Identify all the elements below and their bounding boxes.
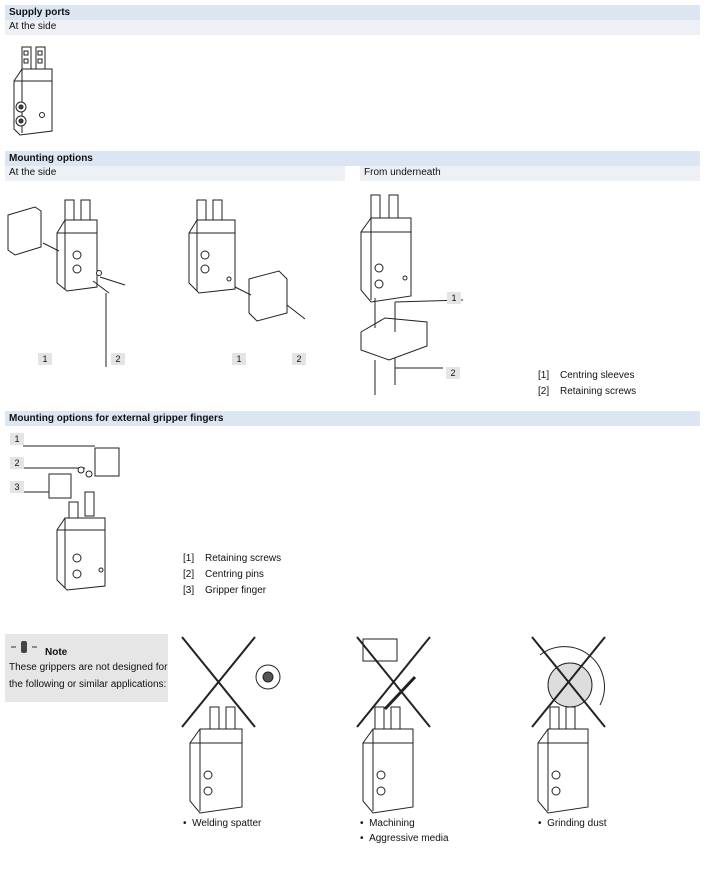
note-title: Note [45,647,68,658]
application-list-welding: • Welding spatter [183,816,261,831]
mounting-side-label-4: 2 [292,353,306,365]
note-text-line1: These grippers are not designed for [9,662,168,673]
list-item: • Machining [360,818,415,829]
legend-item: [3]Gripper finger [183,585,267,596]
external-label-2: 2 [10,457,24,469]
legend-item: [1]Centring sleeves [538,370,635,381]
application-list-machining: • Machining • Aggressive media [360,816,449,846]
legend-item: [2]Centring pins [183,569,264,580]
list-item: • Welding spatter [183,818,262,829]
mounting-under-label-1: 1 [447,292,461,304]
info-icon [11,641,37,653]
mounting-side-label-1: 1 [38,353,52,365]
list-item: • Grinding dust [538,818,607,829]
application-list-grinding: • Grinding dust [538,816,607,831]
mounting-under-label-2: 2 [446,367,460,379]
mounting-side-left-image [7,199,126,367]
external-fingers-image [23,445,120,591]
list-item: • Aggressive media [360,833,449,844]
note-box: Note These grippers are not designed for… [5,634,168,702]
welding-spatter-image [181,636,281,814]
external-legend: [1]Retaining screws [2]Centring pins [3]… [183,551,281,599]
legend-item: [1]Retaining screws [183,553,282,564]
mounting-legend: [1]Centring sleeves [2]Retaining screws [538,368,636,400]
external-fingers-header: Mounting options for external gripper fi… [5,411,700,426]
machining-image [356,636,431,814]
mounting-side-label-3: 1 [232,353,246,365]
mounting-options-header: Mounting options [5,151,700,166]
mounting-underneath-subheader: From underneath [360,166,700,181]
note-text-line2: the following or similar applications: [9,679,167,690]
external-label-1: 1 [10,433,24,445]
mounting-underneath-image [360,194,464,395]
legend-item: [2]Retaining screws [538,386,637,397]
supply-ports-subheader: At the side [5,20,700,35]
grinding-dust-image [531,636,606,814]
mounting-side-right-image [188,199,306,322]
mounting-side-subheader: At the side [5,166,345,181]
supply-ports-header: Supply ports [5,5,700,20]
external-label-3: 3 [10,481,24,493]
mounting-side-label-2: 2 [111,353,125,365]
gripper-supply-ports-image [13,46,53,136]
